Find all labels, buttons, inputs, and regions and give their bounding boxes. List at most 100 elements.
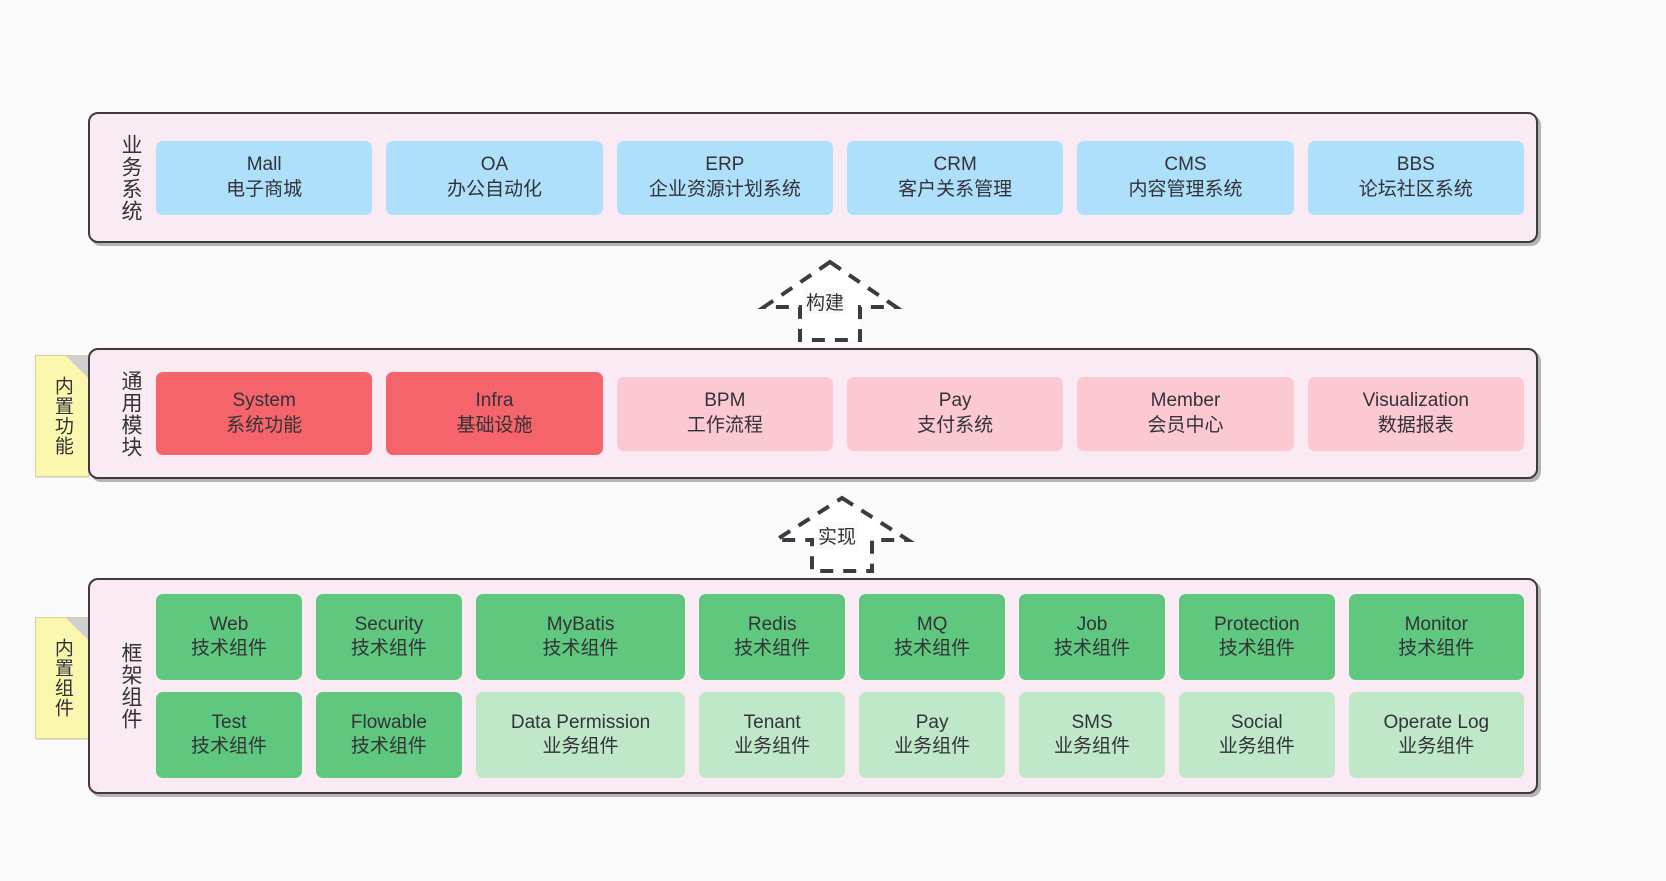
card-crm-title: CRM (933, 154, 977, 176)
sticky-note-builtin-feature: 内置功能 (35, 355, 89, 477)
card-protection-subtitle: 技术组件 (1218, 638, 1295, 659)
card-crm[interactable]: CRM 客户关系管理 (846, 140, 1064, 215)
card-bpm-title: BPM (704, 390, 746, 412)
sticky-note-builtin-component: 内置组件 (35, 617, 89, 739)
card-erp[interactable]: ERP 企业资源计划系统 (616, 140, 833, 215)
card-social[interactable]: Social 业务组件 (1179, 692, 1335, 778)
card-infra-title: Infra (475, 390, 514, 412)
card-oa[interactable]: OA 办公自动化 (386, 140, 603, 215)
card-job-title: Job (1076, 613, 1108, 635)
card-flowable-subtitle: 技术组件 (350, 736, 427, 757)
card-data-permission-subtitle: 业务组件 (542, 736, 619, 757)
connector-build: 构建 (757, 258, 903, 343)
sticky-note-builtin-component-label: 内置组件 (51, 638, 73, 718)
card-monitor-title: Monitor (1404, 613, 1468, 635)
card-pay-component-title: Pay (915, 711, 949, 733)
card-redis[interactable]: Redis 技术组件 (699, 594, 846, 680)
implement-arrow-icon (769, 495, 915, 573)
layer-title-business-system: 业务系统 (119, 133, 142, 222)
framework-column-monitor: Monitor 技术组件 Operate Log 业务组件 (1348, 580, 1525, 792)
layer-title-framework-component: 框架组件 (119, 642, 142, 730)
folded-corner-icon (66, 356, 88, 378)
card-tenant-subtitle: 业务组件 (734, 736, 811, 757)
card-protection[interactable]: Protection 技术组件 (1179, 594, 1335, 680)
card-cms-subtitle: 内容管理系统 (1128, 178, 1243, 200)
folded-corner-icon (66, 618, 88, 640)
card-job-subtitle: 技术组件 (1054, 638, 1131, 659)
card-oa-subtitle: 办公自动化 (446, 178, 542, 200)
card-crm-subtitle: 客户关系管理 (898, 178, 1013, 200)
connector-build-label: 构建 (804, 288, 847, 315)
framework-column-security: Security 技术组件 Flowable 技术组件 (315, 580, 462, 792)
card-test-subtitle: 技术组件 (190, 736, 267, 757)
framework-column-mq: MQ 技术组件 Pay 业务组件 (859, 580, 1006, 792)
common-module-card-row: System 系统功能 Infra 基础设施 BPM 工作流程 Pay 支付系统… (156, 350, 1524, 477)
framework-column-redis: Redis 技术组件 Tenant 业务组件 (699, 580, 846, 792)
card-tenant[interactable]: Tenant 业务组件 (699, 692, 846, 778)
card-web-title: Web (209, 613, 249, 635)
card-pay-module[interactable]: Pay 支付系统 (846, 376, 1064, 451)
card-erp-subtitle: 企业资源计划系统 (648, 178, 801, 200)
card-mybatis[interactable]: MyBatis 技术组件 (475, 594, 686, 680)
card-bbs[interactable]: BBS 论坛社区系统 (1307, 140, 1524, 215)
framework-component-grid: Web 技术组件 Test 技术组件 Security 技术组件 F (156, 580, 1525, 792)
card-cms[interactable]: CMS 内容管理系统 (1077, 140, 1294, 215)
card-security[interactable]: Security 技术组件 (315, 594, 462, 680)
card-bpm-subtitle: 工作流程 (686, 414, 763, 436)
card-erp-title: ERP (705, 154, 745, 176)
layer-business-system: 业务系统 Mall 电子商城 OA 办公自动化 ERP 企业资源计划系统 CRM (88, 112, 1538, 243)
card-operate-log-title: Operate Log (1383, 711, 1490, 733)
card-mall-title: Mall (246, 154, 282, 176)
card-redis-title: Redis (747, 613, 797, 635)
framework-column-mybatis: MyBatis 技术组件 Data Permission 业务组件 (475, 580, 686, 792)
card-web[interactable]: Web 技术组件 (156, 594, 302, 680)
card-flowable-title: Flowable (350, 711, 427, 733)
card-job[interactable]: Job 技术组件 (1019, 594, 1166, 680)
card-visualization[interactable]: Visualization 数据报表 (1307, 376, 1524, 451)
framework-column-job: Job 技术组件 SMS 业务组件 (1019, 580, 1166, 792)
card-tenant-title: Tenant (743, 711, 801, 733)
card-system-subtitle: 系统功能 (226, 414, 303, 436)
layer-body-common-module: System 系统功能 Infra 基础设施 BPM 工作流程 Pay 支付系统… (148, 350, 1536, 477)
card-monitor[interactable]: Monitor 技术组件 (1348, 594, 1525, 680)
card-mall-subtitle: 电子商城 (226, 178, 303, 200)
card-sms-title: SMS (1071, 711, 1113, 733)
card-data-permission[interactable]: Data Permission 业务组件 (475, 692, 686, 778)
card-pay-component-subtitle: 业务组件 (894, 736, 971, 757)
framework-column-web: Web 技术组件 Test 技术组件 (156, 580, 302, 792)
layer-title-common-module: 通用模块 (119, 369, 142, 458)
card-visualization-subtitle: 数据报表 (1377, 414, 1454, 436)
layer-body-framework-component: Web 技术组件 Test 技术组件 Security 技术组件 F (148, 580, 1536, 792)
card-security-subtitle: 技术组件 (350, 638, 427, 659)
card-mq-subtitle: 技术组件 (894, 638, 971, 659)
card-infra-subtitle: 基础设施 (456, 414, 533, 436)
card-test[interactable]: Test 技术组件 (156, 692, 302, 778)
card-bpm[interactable]: BPM 工作流程 (616, 376, 833, 451)
card-mall[interactable]: Mall 电子商城 (156, 140, 373, 215)
card-operate-log-subtitle: 业务组件 (1398, 736, 1475, 757)
layer-common-module: 通用模块 System 系统功能 Infra 基础设施 BPM 工作流程 Pay (88, 348, 1538, 479)
card-sms-subtitle: 业务组件 (1054, 736, 1131, 757)
card-operate-log[interactable]: Operate Log 业务组件 (1348, 692, 1525, 778)
card-pay-module-title: Pay (938, 390, 972, 412)
card-data-permission-title: Data Permission (510, 711, 651, 733)
card-pay-component[interactable]: Pay 业务组件 (859, 692, 1006, 778)
card-infra[interactable]: Infra 基础设施 (386, 372, 603, 455)
business-system-card-row: Mall 电子商城 OA 办公自动化 ERP 企业资源计划系统 CRM 客户关系… (156, 114, 1524, 241)
card-mq[interactable]: MQ 技术组件 (859, 594, 1006, 680)
layer-framework-component: 框架组件 Web 技术组件 Test 技术组件 Se (88, 578, 1538, 794)
build-arrow-icon (757, 259, 903, 342)
card-social-subtitle: 业务组件 (1218, 736, 1295, 757)
card-sms[interactable]: SMS 业务组件 (1019, 692, 1166, 778)
card-cms-title: CMS (1164, 154, 1207, 176)
card-system[interactable]: System 系统功能 (156, 372, 373, 455)
card-flowable[interactable]: Flowable 技术组件 (315, 692, 462, 778)
card-member[interactable]: Member 会员中心 (1077, 376, 1294, 451)
card-redis-subtitle: 技术组件 (734, 638, 811, 659)
card-monitor-subtitle: 技术组件 (1398, 638, 1475, 659)
card-visualization-title: Visualization (1362, 390, 1469, 412)
card-pay-module-subtitle: 支付系统 (917, 414, 994, 436)
sticky-note-builtin-feature-label: 内置功能 (51, 376, 73, 456)
card-mybatis-subtitle: 技术组件 (542, 638, 619, 659)
